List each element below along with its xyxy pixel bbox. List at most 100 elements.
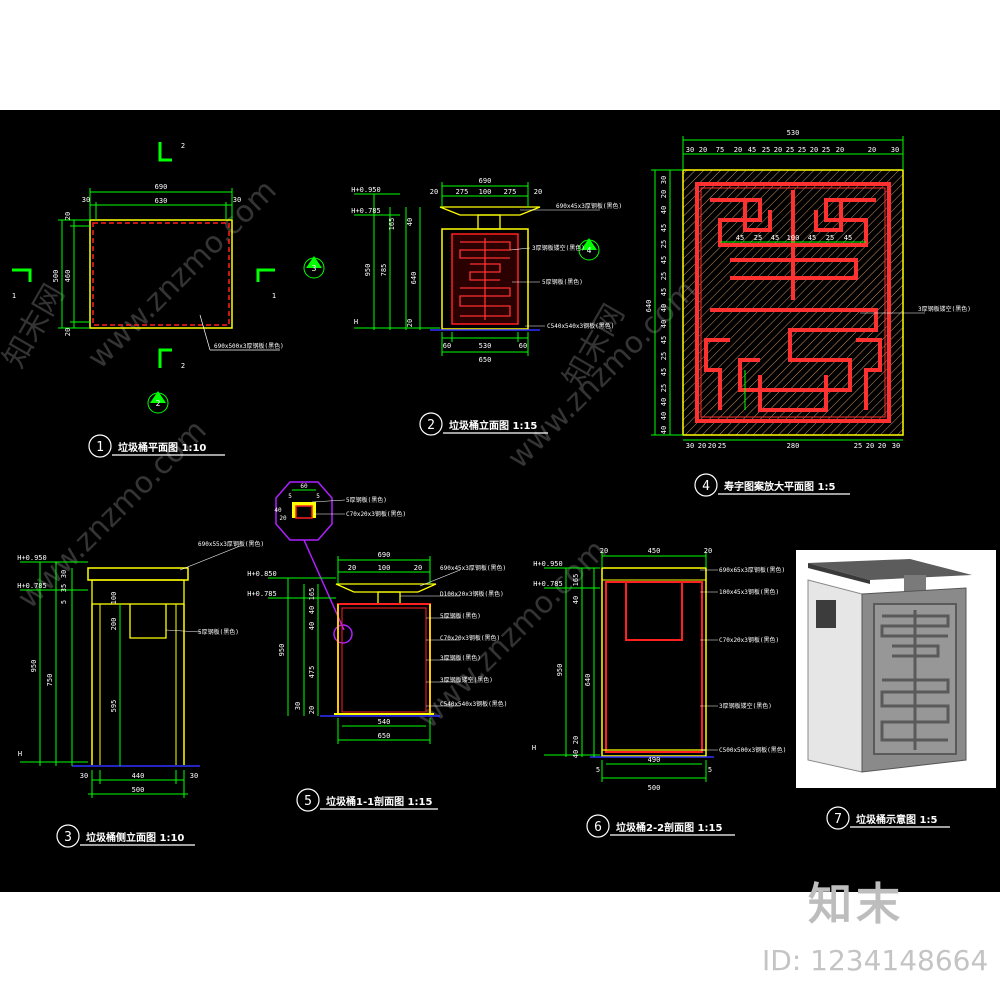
dim: 275 bbox=[456, 188, 469, 196]
dim: 45 bbox=[660, 256, 668, 264]
dim: 165 bbox=[308, 588, 316, 601]
cad-drawing-canvas: www.znzmo.com www.znzmo.com www.znzmo.co… bbox=[0, 110, 1000, 892]
dim: 45 bbox=[748, 146, 756, 154]
dim: 20 bbox=[406, 319, 414, 327]
dim: 20 bbox=[348, 564, 356, 572]
dim: 530 bbox=[787, 129, 800, 137]
dim: 690 bbox=[378, 551, 391, 559]
dim: 60 bbox=[519, 342, 527, 350]
section-mark: 2 bbox=[181, 362, 185, 370]
section-mark: 1 bbox=[12, 292, 16, 300]
dim: 450 bbox=[648, 547, 661, 555]
dim: 785 bbox=[380, 264, 388, 277]
dim: 640 bbox=[645, 300, 653, 313]
dim: 20 bbox=[704, 547, 712, 555]
dim: 5 bbox=[316, 493, 320, 500]
section-mark: 1 bbox=[272, 292, 276, 300]
annotation: 5厚钢板(黑色) bbox=[346, 496, 387, 504]
view-number: 3 bbox=[64, 830, 72, 845]
dim: 25 bbox=[660, 240, 668, 248]
pattern-detail-view: 530 30 20 75 20 45 25 20 25 25 20 25 20 … bbox=[645, 129, 971, 450]
dim: 20 bbox=[699, 146, 707, 154]
dim: 45 bbox=[660, 288, 668, 296]
dim: 25 bbox=[660, 352, 668, 360]
view-number: 7 bbox=[834, 812, 842, 827]
dim: 25 bbox=[798, 146, 806, 154]
dim: 45 bbox=[660, 368, 668, 376]
dim: 540 bbox=[378, 718, 391, 726]
dim: 30 bbox=[891, 146, 899, 154]
cad-drawing: www.znzmo.com www.znzmo.com www.znzmo.co… bbox=[0, 129, 996, 848]
dim: 440 bbox=[132, 772, 145, 780]
dim: 40 bbox=[660, 412, 668, 420]
dim: 35 bbox=[60, 584, 68, 592]
dim: 25 bbox=[754, 234, 762, 242]
side-elevation-view: H+0.950 H+0.785 H 30 35 5 100 200 950 75… bbox=[17, 540, 264, 798]
dim: 5 bbox=[596, 766, 600, 774]
view-title: 垃圾桶2-2剖面图 1:15 bbox=[616, 821, 722, 834]
dim: 45 bbox=[660, 336, 668, 344]
dim: 75 bbox=[716, 146, 724, 154]
view-titles: 1 2 3 4 5 6 7 垃圾桶平面图 1:10 垃圾桶立面图 1:15 垃圾… bbox=[56, 412, 950, 848]
dim: 25 bbox=[786, 146, 794, 154]
view-number: 4 bbox=[702, 479, 710, 494]
dim: 950 bbox=[278, 644, 286, 657]
annotation: 690x65x3厚钢板(黑色) bbox=[719, 566, 785, 574]
dim: 60 bbox=[443, 342, 451, 350]
dim: 950 bbox=[30, 660, 38, 673]
view-title: 垃圾桶平面图 1:10 bbox=[118, 441, 206, 454]
dim: 5 bbox=[288, 493, 292, 500]
dim: 20 bbox=[774, 146, 782, 154]
annotation: 5厚钢板(黑色) bbox=[198, 628, 239, 636]
dim: 30 bbox=[660, 176, 668, 184]
dim: 275 bbox=[504, 188, 517, 196]
dim: 5 bbox=[60, 600, 68, 604]
dim: 25 bbox=[718, 442, 726, 450]
level: H+0.850 bbox=[247, 570, 277, 578]
dim: 20 bbox=[734, 146, 742, 154]
dim: 20 bbox=[878, 442, 886, 450]
dim: 40 bbox=[308, 622, 316, 630]
dim: 500 bbox=[52, 270, 60, 283]
dim: 20 bbox=[698, 442, 706, 450]
dim: 20 bbox=[414, 564, 422, 572]
dim: 20 bbox=[866, 442, 874, 450]
dim: 650 bbox=[378, 732, 391, 740]
annotation: C540x540x3钢板(黑色) bbox=[547, 322, 614, 330]
annotation: D100x20x3钢板(黑色) bbox=[440, 590, 504, 598]
render-view bbox=[796, 550, 996, 788]
dim: 40 bbox=[660, 320, 668, 328]
dim: 40 bbox=[572, 750, 580, 758]
annotation: 5厚钢板(黑色) bbox=[440, 612, 481, 620]
dim: 750 bbox=[46, 674, 54, 687]
dim: 45 bbox=[771, 234, 779, 242]
level: H+0.785 bbox=[533, 580, 563, 588]
annotation: C70x20x3钢板(黑色) bbox=[346, 510, 406, 518]
level: H bbox=[354, 318, 358, 326]
section-2-2-view: H+0.950 H+0.785 H 450 20 20 165 40 950 6… bbox=[532, 547, 786, 792]
dim: 100 bbox=[787, 234, 800, 242]
dim: 30 bbox=[60, 570, 68, 578]
view-number: 2 bbox=[427, 418, 435, 433]
view-title: 垃圾桶侧立面图 1:10 bbox=[86, 831, 184, 844]
dim: 595 bbox=[110, 700, 118, 713]
dim: 30 bbox=[80, 772, 88, 780]
dim: 640 bbox=[410, 272, 418, 285]
index-number: 2 bbox=[156, 399, 161, 408]
level: H+0.950 bbox=[351, 186, 381, 194]
dim: 650 bbox=[479, 356, 492, 364]
dim: 25 bbox=[660, 272, 668, 280]
dim: 280 bbox=[787, 442, 800, 450]
level: H+0.950 bbox=[533, 560, 563, 568]
view-title: 寿字图案放大平面图 1:5 bbox=[724, 480, 835, 493]
level: H bbox=[532, 744, 536, 752]
dim: 30 bbox=[190, 772, 198, 780]
dim: 20 bbox=[600, 547, 608, 555]
annotation: C70x20x3钢板(黑色) bbox=[719, 636, 779, 644]
brand-logo: 知末 bbox=[808, 879, 904, 930]
dim: 5 bbox=[708, 766, 712, 774]
annotation: 3厚钢板镂空(黑色) bbox=[440, 676, 493, 684]
annotation: C70x20x3钢板(黑色) bbox=[440, 634, 500, 642]
annotation: 100x45x3钢板(黑色) bbox=[719, 588, 779, 596]
dim: 45 bbox=[736, 234, 744, 242]
